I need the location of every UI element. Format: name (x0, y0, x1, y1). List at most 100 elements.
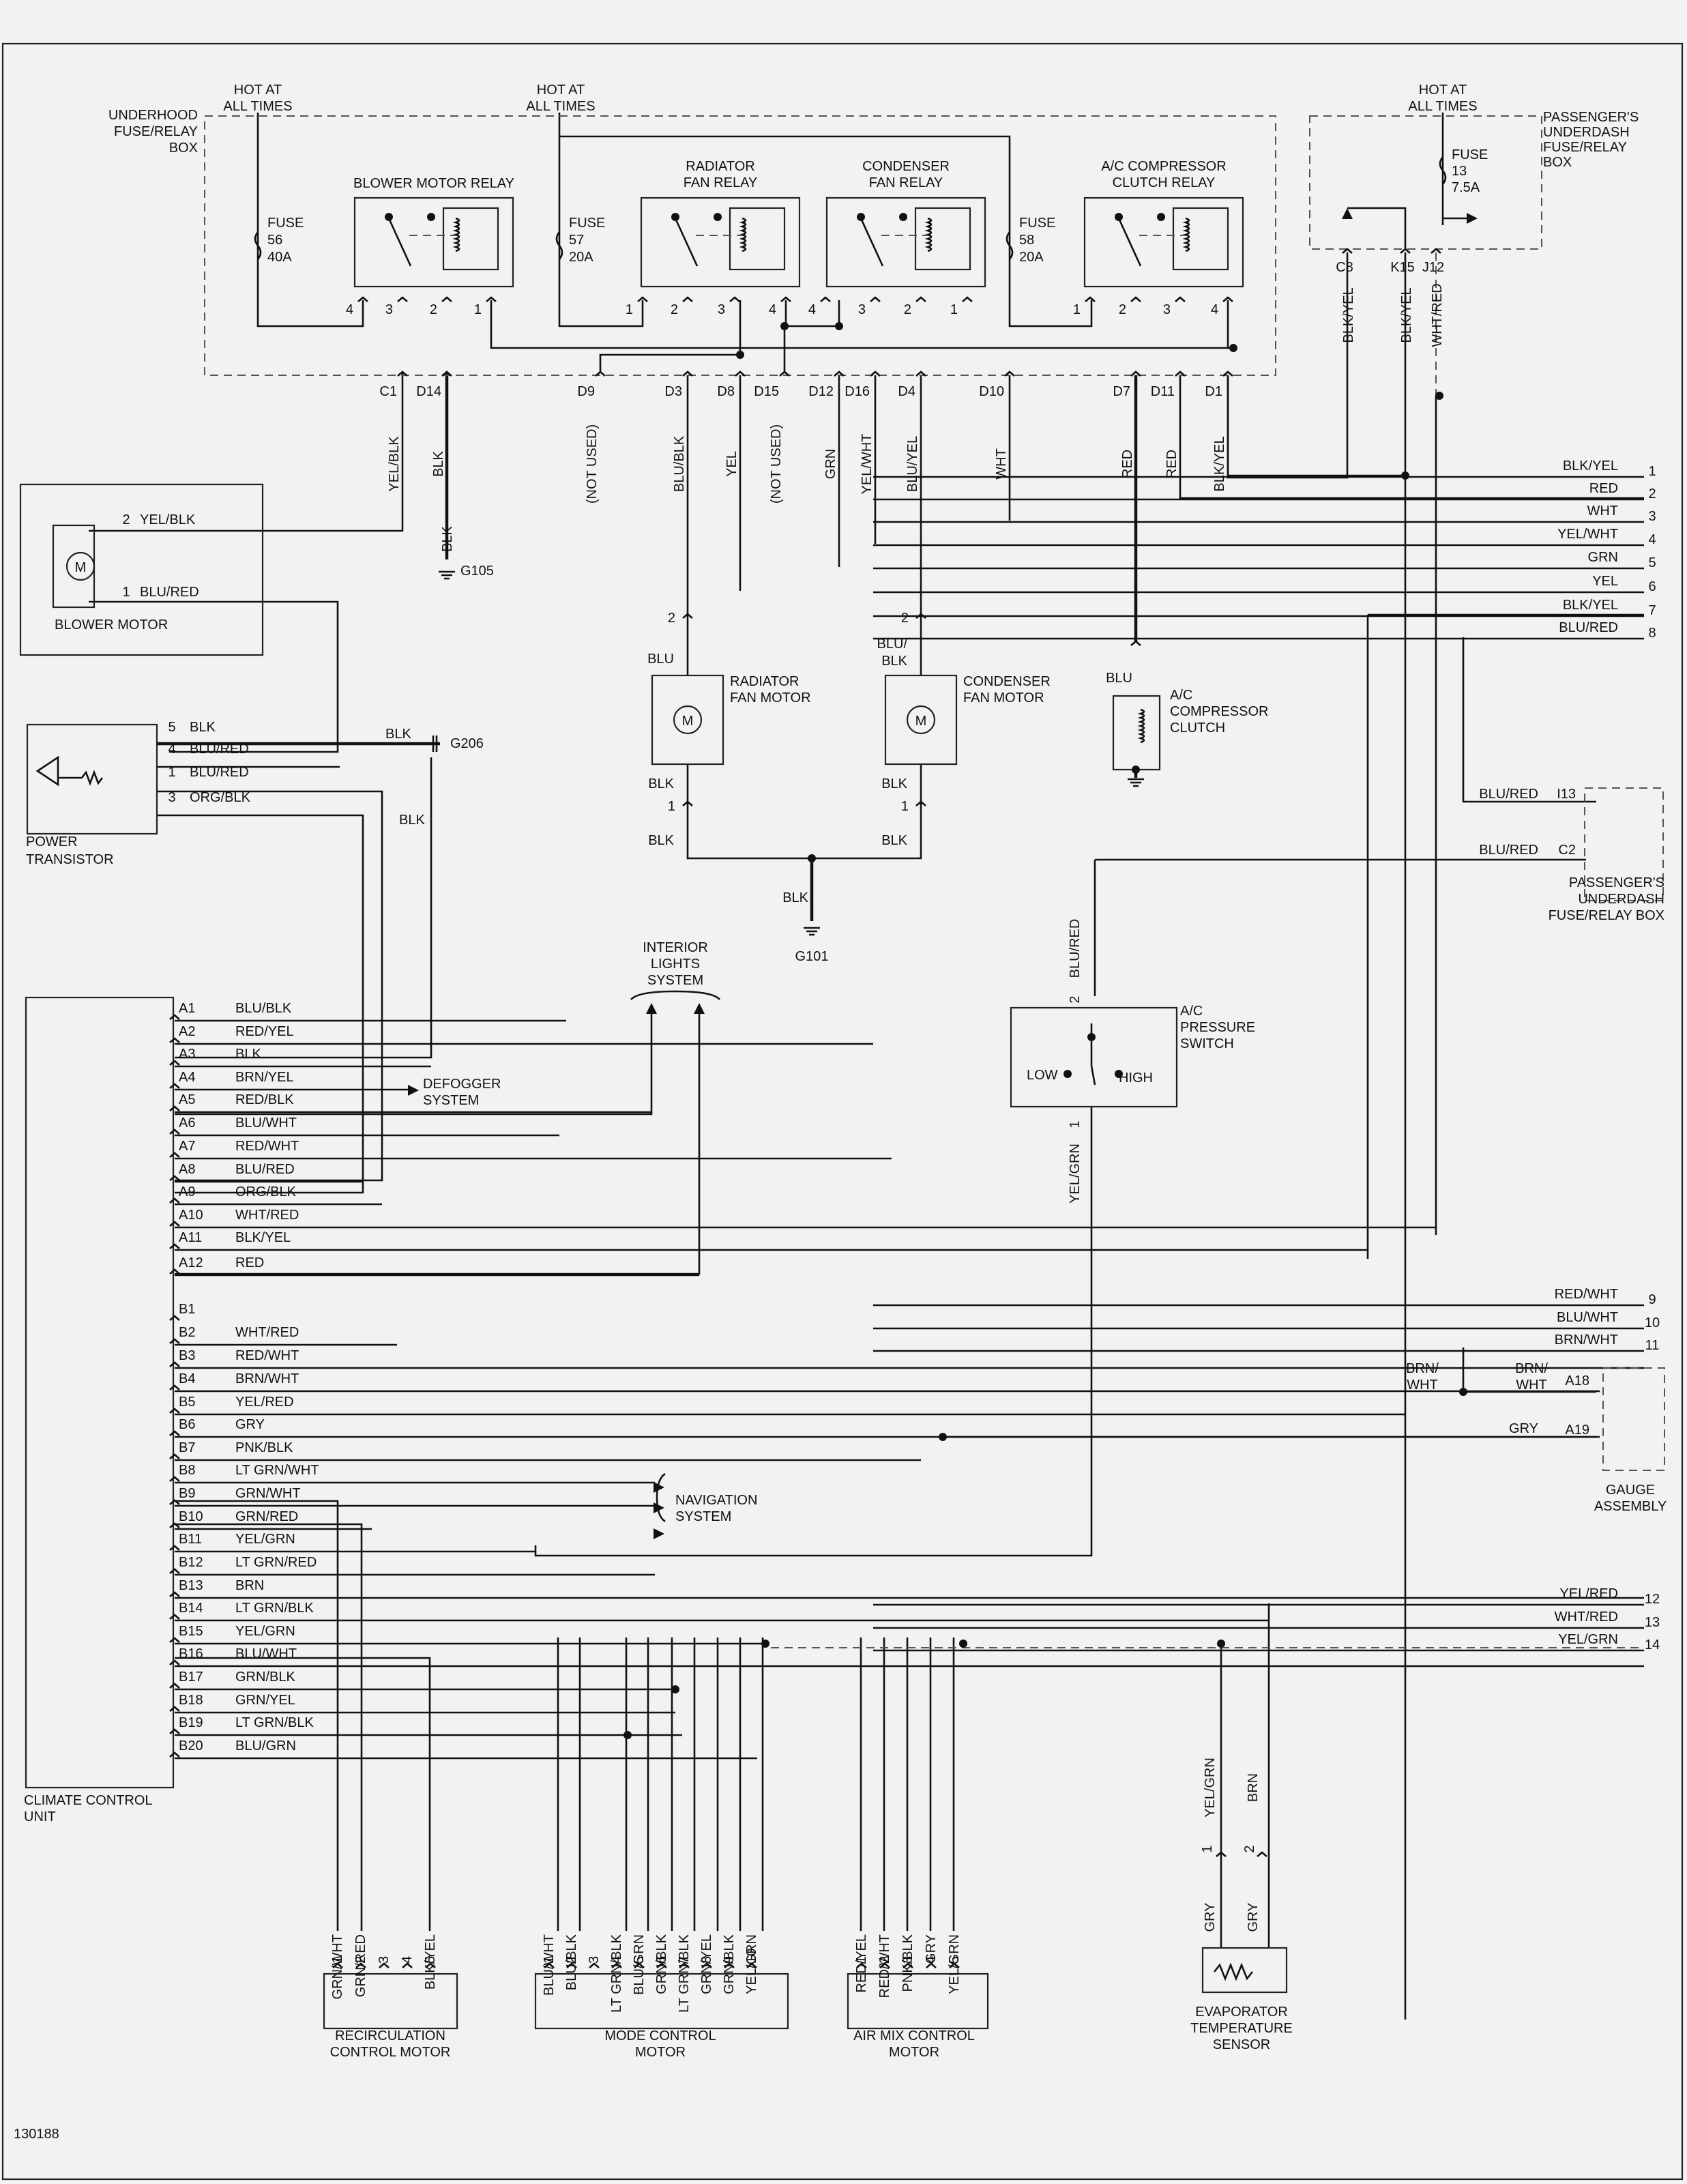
relay-pin (486, 296, 497, 302)
relay-name: CONDENSER (862, 159, 950, 174)
ccu-b-pin: B18 (179, 1693, 203, 1708)
relay-name: CLUTCH RELAY (1113, 175, 1216, 190)
fuse-13-label: 13 (1452, 164, 1467, 179)
motor-pin-wire: GRN/WHT (330, 1934, 345, 2000)
ps-wire-bot: YEL/GRN (1068, 1144, 1083, 1204)
ccu-a-wire: BRN/YEL (235, 1070, 294, 1085)
relay-pin (1085, 296, 1096, 302)
motor-pin-num: 5 (947, 1956, 962, 1964)
recirc-name: CONTROL MOTOR (330, 2045, 451, 2060)
relay-name: FAN RELAY (869, 175, 943, 190)
ccu-pin (169, 1014, 180, 1020)
right-wire-label: BLK/YEL (1563, 598, 1618, 613)
junction-dot (1435, 392, 1443, 400)
motor-pin-num: 8 (699, 1956, 714, 1964)
relay-contact (671, 213, 679, 221)
ccu-name: UNIT (24, 1809, 56, 1824)
ccu-pin (169, 1453, 180, 1459)
ccu-pin (169, 1384, 180, 1391)
gauge-a18: A18 (1565, 1373, 1589, 1388)
relay-coil-icon (924, 217, 933, 252)
right-wire-label: YEL/RED (1559, 1586, 1618, 1601)
box-connector (834, 370, 845, 377)
right-wire-label: BRN/WHT (1555, 1333, 1618, 1348)
right-wire-label: BLU/RED (1559, 620, 1618, 635)
right-wire-label: RED/WHT (1555, 1287, 1618, 1302)
junction-dot (1132, 766, 1140, 774)
ccu-b-pin: B15 (179, 1624, 203, 1639)
ccu-b-wire: YEL/GRN (235, 1532, 295, 1547)
hot-at-all-times-1: HOT AT (234, 83, 282, 98)
motor-pin (949, 1962, 960, 1968)
right-wire-label: YEL/WHT (1557, 527, 1618, 542)
motor-pin-num: 3 (587, 1956, 602, 1964)
connector-wire: BLU/YEL (905, 436, 920, 492)
motor-pin-wire: GRN/YEL (699, 1934, 714, 1994)
fan-motor-name: FAN MOTOR (963, 690, 1044, 705)
evap-wire2-top: BRN (1246, 1773, 1261, 1802)
ccu-pin (169, 1361, 180, 1367)
wire (175, 1657, 431, 1931)
motor-pin (634, 1962, 645, 1968)
relay-coil-box (442, 207, 499, 271)
junction-dot (1229, 344, 1237, 352)
right-wire-num: 6 (1648, 579, 1656, 594)
fuse-label: 58 (1019, 233, 1034, 248)
motor-pin (746, 1962, 757, 1968)
fuse-label: 20A (569, 250, 593, 265)
box-connector (735, 370, 746, 377)
ccu-b-pin: B6 (179, 1417, 195, 1432)
relay-pin (915, 296, 926, 302)
motor-pin-num: 1 (854, 1956, 869, 1964)
motor-pin-num: 4 (609, 1956, 624, 1964)
ccu-a-wire: BLK (235, 1047, 261, 1062)
ccu-b-wire: GRN/YEL (235, 1693, 295, 1708)
pass-connector-code: J12 (1422, 260, 1444, 275)
junction-dot (1217, 1640, 1225, 1648)
wire (175, 1014, 701, 1275)
ccu-a-pin: A7 (179, 1139, 195, 1154)
ccu-b-wire: LT GRN/BLK (235, 1601, 314, 1616)
ps-pin2: 2 (1068, 995, 1083, 1003)
pt-pin-wire: BLU/RED (190, 765, 249, 780)
passenger-box-label: BOX (1543, 155, 1572, 170)
ccu-b-wire: GRN/WHT (235, 1486, 301, 1501)
motor-pin-wire: YEL/GRN (947, 1934, 962, 1994)
junction-dot (835, 322, 843, 330)
box-connector (1004, 370, 1015, 377)
motor-pin (425, 1962, 436, 1968)
relay-pin-label: 4 (346, 302, 353, 317)
g206-wire1: BLK (385, 727, 411, 742)
connector-wire: WHT (994, 448, 1009, 480)
relay-pin-label: 2 (904, 302, 911, 317)
wire (534, 1107, 1093, 1557)
junction-dot (939, 1433, 947, 1441)
ccu-b-wire: YEL/RED (235, 1395, 294, 1410)
pressure-switch-name: SWITCH (1180, 1036, 1234, 1051)
motor-pin-wire: GRN/BLK (722, 1934, 737, 1994)
recirc-name: RECIRCULATION (335, 2028, 445, 2043)
right-wire-num: 11 (1645, 1338, 1660, 1353)
ccu-name: CLIMATE CONTROL (24, 1793, 153, 1808)
ccu-a-wire: BLU/WHT (235, 1116, 297, 1131)
interior-lights-name: SYSTEM (647, 973, 703, 988)
motor-pin-wire: YEL/GRN (744, 1934, 759, 1994)
relay-coil-box (729, 207, 786, 271)
fuse-label: FUSE (569, 216, 605, 231)
ccu-a-pin: A2 (179, 1024, 195, 1039)
relay-pin (820, 296, 831, 302)
ccu-a-wire: BLU/BLK (235, 1001, 292, 1016)
relay-coil-box (914, 207, 971, 271)
motor-pin (566, 1962, 577, 1968)
fan-motor-name: RADIATOR (730, 674, 800, 689)
motor-pin-num: 5 (632, 1956, 647, 1964)
gauge-wire-left: BRN/ (1406, 1361, 1439, 1376)
ccu-b-pin: B3 (179, 1348, 195, 1363)
g105-label: G105 (460, 564, 494, 579)
motor-pin-num: 1 (542, 1956, 557, 1964)
relay-pin-label: 3 (385, 302, 393, 317)
box-connector (779, 370, 790, 377)
passenger-box-lower-name: FUSE/RELAY BOX (1549, 908, 1664, 923)
